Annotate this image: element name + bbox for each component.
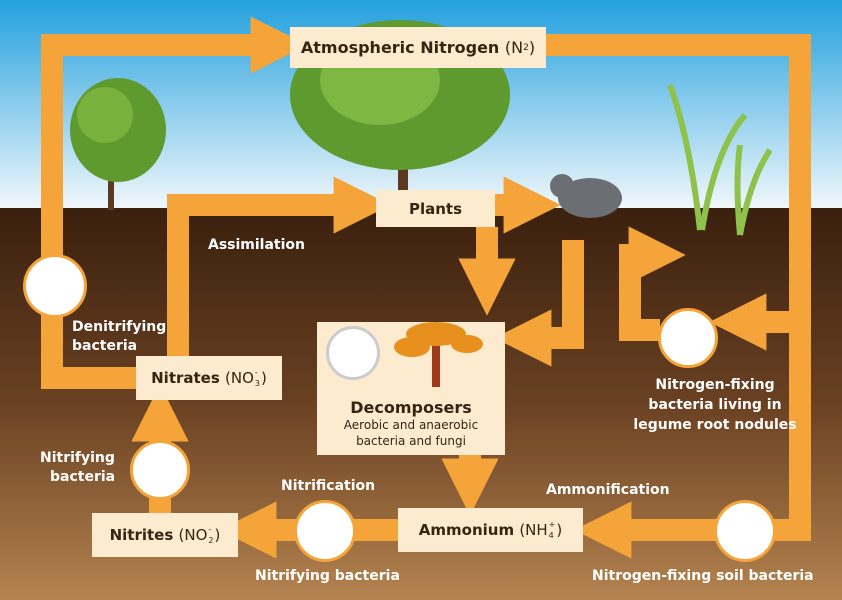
denitrifying-bacteria-icon [23, 254, 87, 318]
node-label: Nitrites [109, 526, 174, 544]
node-label: Decomposers [350, 398, 472, 417]
formula-close: ) [556, 521, 563, 539]
legume-bacteria-icon [658, 308, 718, 368]
formula-sup: + [548, 520, 556, 529]
formula: (NO [178, 526, 208, 544]
legume-label-3: legume root nodules [633, 417, 797, 433]
nitrifying-left-label-2: bacteria [50, 469, 116, 485]
decomposers-desc: bacteria and fungi [356, 434, 466, 448]
ammonification-label: Ammonification [546, 482, 670, 498]
nitrifying-bacteria-left-icon [130, 440, 190, 500]
formula-sub: 2 [523, 42, 529, 53]
denitrifying-label-2: bacteria [72, 338, 138, 354]
formula-close: ) [214, 526, 221, 544]
nitrates-box: Nitrates (NO- 3) [136, 356, 282, 400]
formula: (NO [225, 369, 254, 387]
node-label: Atmospheric Nitrogen [300, 38, 500, 57]
formula: (N [504, 38, 524, 57]
soil-bacteria-label: Nitrogen-fixing soil bacteria [592, 568, 814, 584]
node-label: Ammonium [418, 521, 515, 539]
plants-box: Plants [376, 190, 495, 227]
cycle-arrows [41, 16, 811, 559]
formula-close: ) [528, 38, 536, 57]
legume-label-2: bacteria living in [648, 397, 782, 413]
nitrifying-left-label-1: Nitrifying [40, 450, 115, 466]
assimilation-label: Assimilation [208, 237, 306, 253]
mushroom-icon [394, 322, 483, 387]
legume-label-1: Nitrogen-fixing [655, 377, 775, 393]
nitrifying-bottom-label: Nitrifying bacteria [255, 568, 400, 584]
nitrites-box: Nitrites (NO- 2) [92, 513, 238, 557]
decomposer-microbes-icon [326, 326, 380, 380]
ammonium-box: Ammonium (NH+4) [398, 508, 583, 552]
nitrification-label: Nitrification [281, 478, 376, 494]
formula-sup: - [208, 525, 212, 534]
denitrifying-label-1: Denitrifying [72, 319, 167, 335]
soil-bacteria-icon [714, 500, 776, 562]
formula-close: ) [261, 369, 267, 387]
formula-sup: - [254, 368, 258, 377]
nitrifying-bacteria-bottom-icon [294, 500, 356, 562]
formula-sub: 4 [548, 531, 554, 540]
node-label: Nitrates [151, 369, 220, 387]
tree-left [70, 78, 166, 210]
formula: (NH [519, 521, 548, 539]
formula-sub: 2 [208, 536, 214, 545]
formula-sub: 3 [254, 379, 261, 388]
decomposers-desc: Aerobic and anaerobic [343, 418, 479, 432]
grass-plant [667, 83, 773, 236]
